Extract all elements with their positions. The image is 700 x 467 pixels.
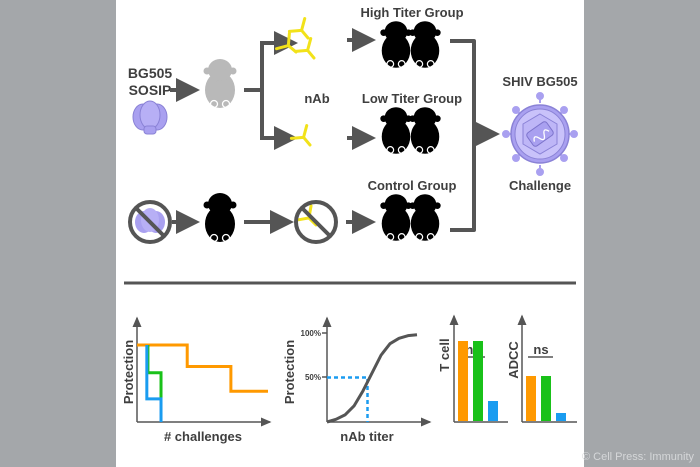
antibody-low-icon [289, 124, 320, 153]
virus-label: SHIV BG505 [502, 74, 577, 89]
group-label-control: Control Group [368, 178, 457, 193]
series-line-high-titer-group [137, 343, 268, 393]
group-label-low: Low Titer Group [362, 91, 462, 106]
merge-arrow [450, 39, 492, 232]
sigmoid-curve [326, 333, 418, 424]
y-tick-100: 100% [301, 329, 321, 338]
macaque-high-titer-icon [379, 20, 442, 91]
chart-adcc: ADCC ns [506, 314, 577, 423]
macaque-immunized-icon: .m-gray .body{fill:#b9b9b9}.m-gray .face… [202, 58, 238, 132]
macaque-control-icon [379, 193, 442, 264]
x-axis-label: # challenges [164, 429, 242, 444]
series-line-control-group [145, 345, 163, 422]
bar-low-titer-group [473, 341, 483, 421]
bar-control-group [488, 401, 498, 421]
ec50-guide-line [327, 376, 369, 422]
immunogen-trimer-icon [132, 100, 168, 135]
bar-high-titer-group [526, 376, 536, 421]
nab-label: nAb [304, 91, 329, 106]
immunogen-label-line2: SOSIP [129, 82, 172, 98]
macaque-low-titer-icon [379, 106, 442, 177]
bar-control-group [556, 413, 566, 421]
x-axis-label: nAb titer [340, 429, 393, 444]
macaque-control-unimmunized-icon [202, 192, 238, 266]
group-label-high: High Titer Group [360, 5, 463, 20]
series-line-low-titer-group [146, 345, 163, 399]
y-tick-50: 50% [305, 373, 321, 382]
no-immunogen-icon [128, 200, 172, 244]
immunogen-label-line1: BG505 [128, 65, 173, 81]
copyright-credit: © Cell Press: Immunity [581, 451, 694, 463]
no-antibody-icon [294, 200, 338, 244]
virus-icon [502, 92, 578, 176]
challenge-label: Challenge [509, 178, 571, 193]
y-axis-label: T cell [437, 338, 452, 371]
significance-label: ns [533, 342, 548, 357]
chart-protection-vs-titer: 100% 50% Protection nAb titer [282, 316, 432, 444]
bar-low-titer-group [541, 376, 551, 421]
chart-protection-vs-challenges: Protection # challenges [121, 316, 272, 444]
y-axis-label: Protection [282, 340, 297, 404]
chart-t-cell: T cell ns [437, 314, 508, 423]
bar-high-titer-group [458, 341, 468, 421]
branch-arrow [244, 41, 290, 140]
y-axis-label: Protection [121, 340, 136, 404]
y-axis-label: ADCC [506, 341, 521, 379]
